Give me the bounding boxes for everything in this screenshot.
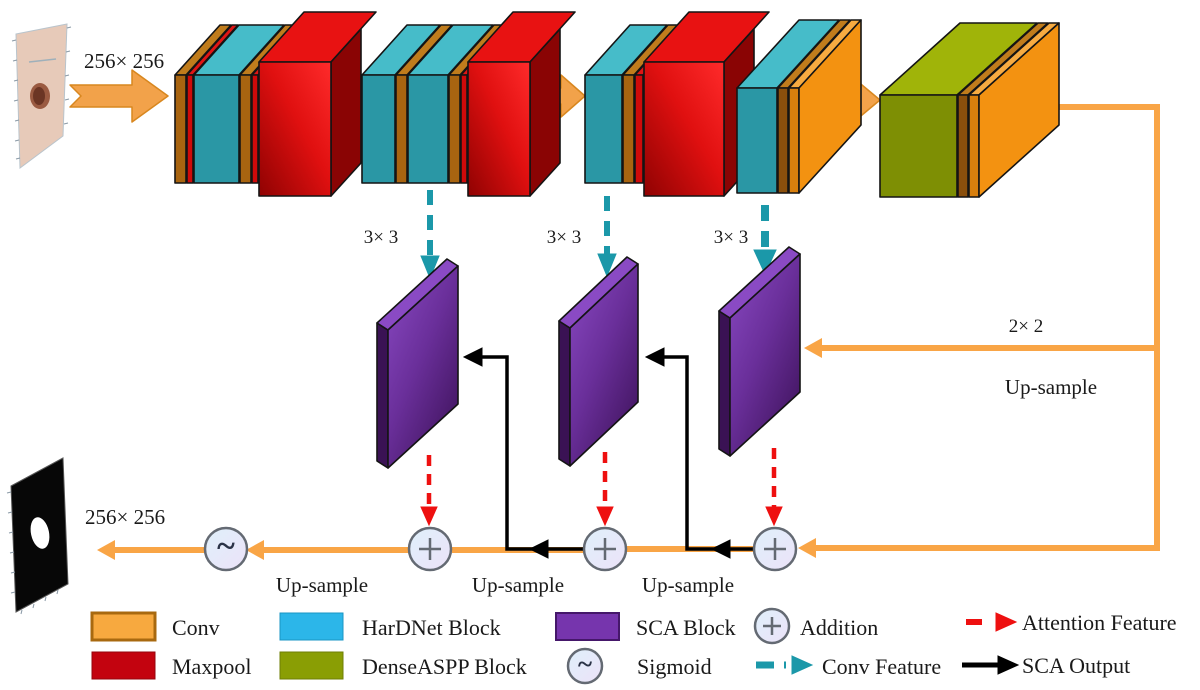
sca-block-3	[718, 246, 801, 457]
sca-output-arrowhead-2b	[710, 539, 731, 559]
tilde-icon: ~	[578, 649, 592, 679]
legend-label-sca-output: SCA Output	[1022, 653, 1130, 678]
kernel-label-2: 3× 3	[547, 227, 581, 248]
input-axis-ticks	[11, 26, 72, 160]
attention-arrowhead-1	[420, 506, 438, 527]
upsample-bottom-label-1: Up-sample	[276, 573, 368, 597]
denseaspp-block	[879, 22, 1038, 198]
legend-label-denseaspp: DenseASPP Block	[362, 654, 527, 679]
upsample-bottom-label-2: Up-sample	[472, 573, 564, 597]
conv-slab	[174, 24, 232, 184]
input-size-label: 256× 256	[84, 49, 164, 73]
encoder-stage-3	[584, 11, 770, 197]
attention-arrowhead-3	[765, 506, 783, 527]
legend-addition-node	[753, 607, 791, 645]
conv-feature-arrowhead-2	[597, 253, 617, 278]
teal-arrowhead-icon	[791, 655, 814, 675]
lesion-inner	[33, 87, 45, 105]
upsample-bottom-label-3: Up-sample	[642, 573, 734, 597]
sca-output-arrowhead-1a	[462, 347, 483, 367]
conv-feature-arrowhead-3	[753, 249, 777, 276]
legend-swatch-denseaspp	[279, 651, 344, 680]
legend-label-conv-feature: Conv Feature	[822, 654, 941, 679]
maxpool-block	[258, 11, 377, 197]
sca-block-2	[558, 256, 639, 467]
conv-slab	[395, 24, 453, 184]
maxpool-block	[643, 11, 770, 197]
hardnet-block	[407, 24, 494, 184]
hardnet-block	[584, 24, 668, 184]
sigmoid-node: ~	[203, 526, 249, 572]
legend-label-attention: Attention Feature	[1022, 610, 1177, 635]
addition-node-2	[582, 526, 628, 572]
sca-block-1	[376, 258, 459, 469]
addition-node-3	[752, 526, 798, 572]
legend-label-hardnet: HarDNet Block	[362, 615, 501, 640]
attention-feature-arrows	[420, 448, 783, 527]
attention-arrowhead-2	[596, 506, 614, 527]
upsample-kernel-label: 2× 2	[1009, 316, 1043, 337]
legend-sca-output-arrow	[962, 655, 1020, 675]
legend-swatch-sca	[555, 612, 620, 641]
tilde-icon: ~	[217, 528, 235, 565]
black-arrowhead-icon	[997, 655, 1020, 675]
input-photo-ruler	[28, 58, 57, 63]
orange-arrowheads	[97, 338, 822, 560]
arrowhead-to-output	[97, 540, 115, 560]
kernel-label-1: 3× 3	[364, 227, 398, 248]
legend: Conv Maxpool HarDNet Block DenseASPP Blo…	[90, 607, 1177, 685]
maxpool-block	[467, 11, 576, 197]
legend-swatch-hardnet	[279, 612, 344, 641]
encoder-stage-2	[361, 11, 576, 197]
hardnet-block	[193, 24, 285, 184]
legend-label-maxpool: Maxpool	[172, 654, 251, 679]
legend-swatch-conv	[90, 611, 157, 642]
input-arrow	[69, 69, 169, 123]
red-arrowhead-icon	[995, 612, 1018, 632]
hardnet-block	[736, 19, 840, 194]
arrowhead-into-sigmoid	[246, 540, 264, 560]
sca-output-paths	[462, 347, 755, 559]
legend-label-sigmoid: Sigmoid	[637, 654, 712, 679]
kernel-label-3: 3× 3	[714, 227, 748, 248]
addition-node-1	[407, 526, 453, 572]
encoder-to-decoder-connector	[812, 104, 1160, 551]
conv-feature-arrowhead-1	[420, 255, 440, 280]
legend-swatch-maxpool	[91, 651, 156, 680]
encoder-stage-4	[736, 19, 862, 194]
sca-output-arrowhead-1b	[528, 539, 549, 559]
conv-block	[968, 22, 1060, 198]
arrowhead-into-addition-3	[798, 538, 816, 558]
mask-blob	[30, 517, 50, 549]
output-axis-ticks	[6, 491, 59, 615]
legend-sigmoid-node: ~	[566, 647, 604, 685]
legend-label-addition: Addition	[800, 615, 878, 640]
input-image	[11, 23, 72, 169]
upsample-side-label: Up-sample	[1005, 375, 1097, 399]
legend-label-sca: SCA Block	[636, 615, 736, 640]
conv-feature-arrows	[420, 190, 777, 280]
denseaspp-stage	[879, 22, 1060, 198]
legend-conv-feature-arrow	[756, 655, 814, 675]
arrowhead-into-sca-3	[804, 338, 822, 358]
conv-block	[788, 19, 862, 194]
sca-output-arrowhead-2a	[644, 347, 665, 367]
legend-label-conv: Conv	[172, 615, 220, 640]
output-size-label: 256× 256	[85, 505, 165, 529]
output-image	[6, 457, 69, 615]
encoder-stage-1	[174, 11, 377, 197]
legend-attention-arrow	[966, 612, 1018, 632]
